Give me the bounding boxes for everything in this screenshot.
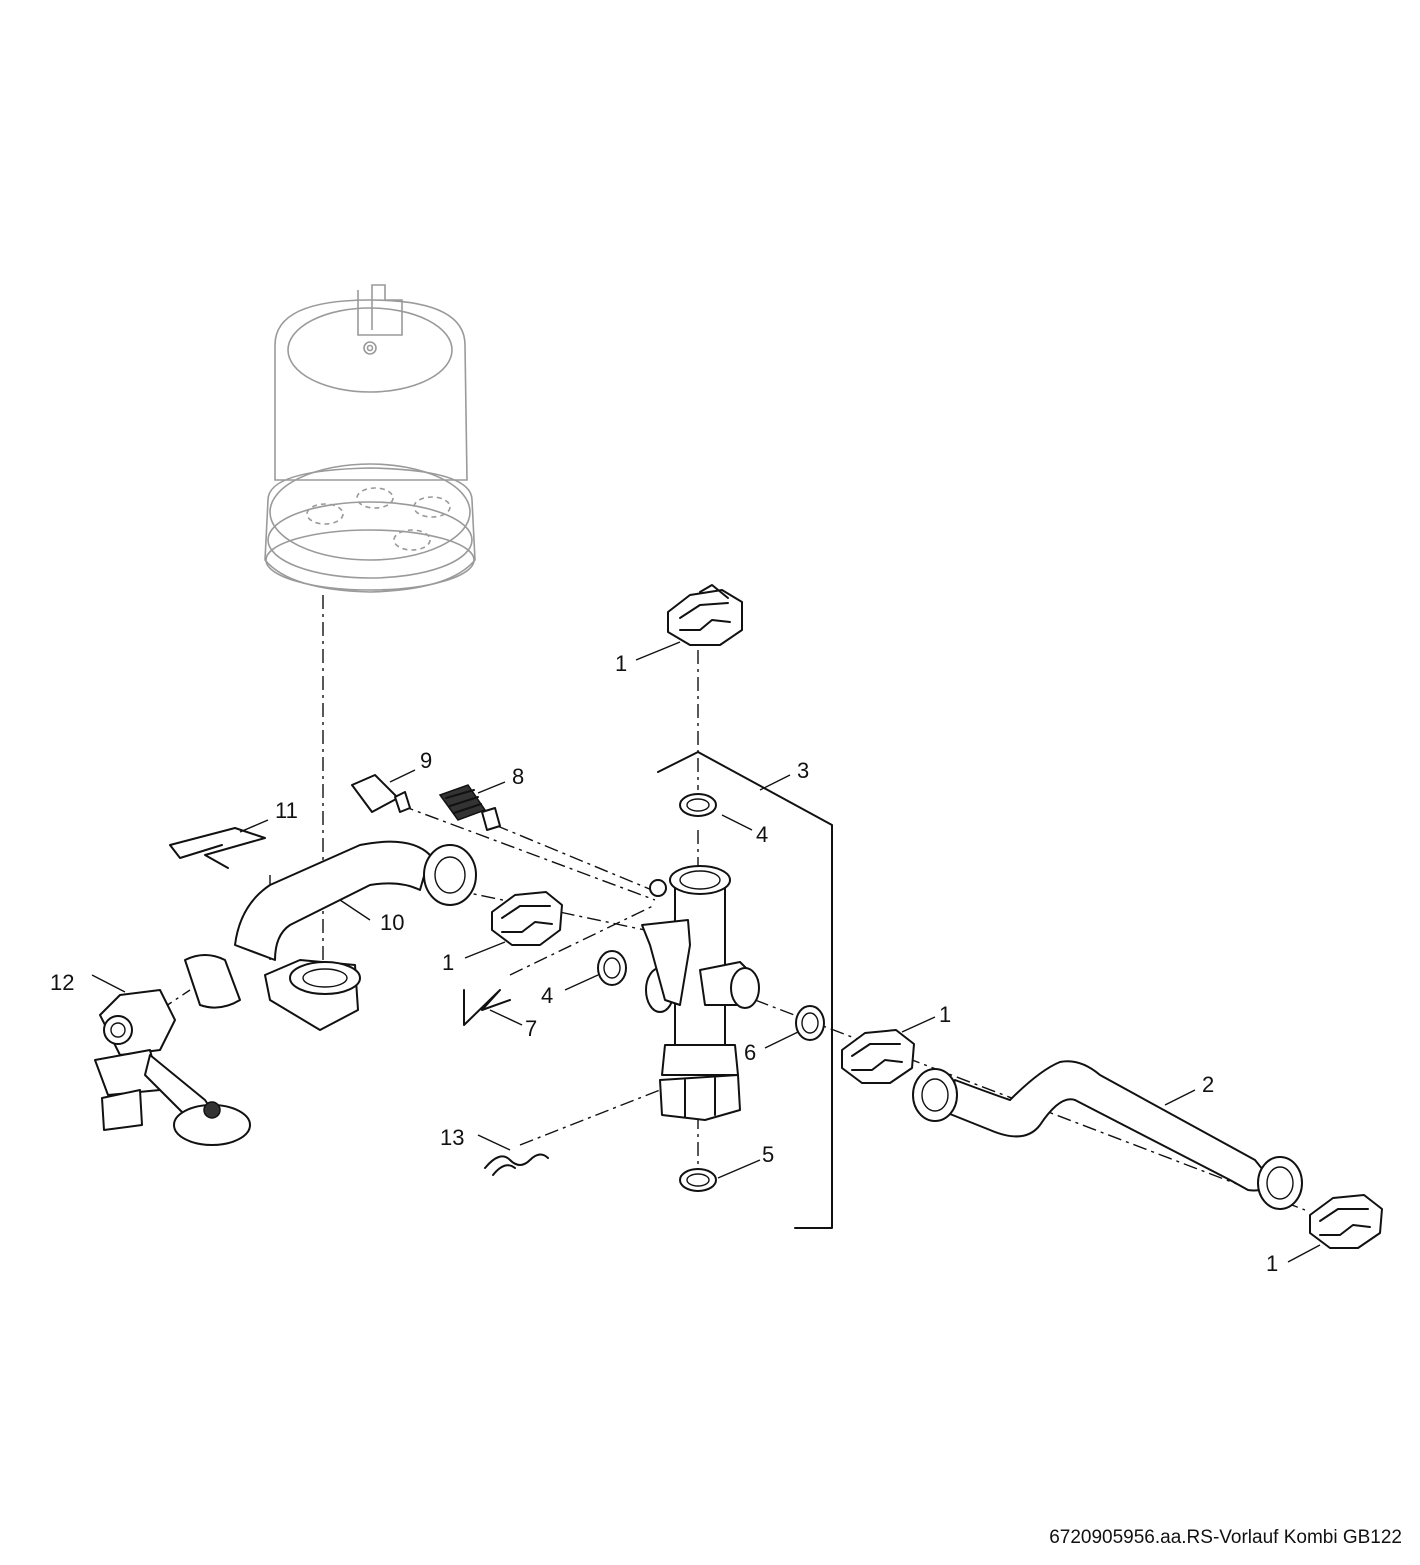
o-ring-left [597,950,627,986]
callout-10: 10 [380,910,404,935]
o-ring-right [795,1005,825,1041]
assembly-axis-lines [159,595,1306,1211]
drain-valve-12 [94,954,251,1146]
callout-labels: 1 3 4 9 8 11 10 1 4 7 12 13 5 6 1 2 1 [50,651,1278,1276]
callout-1-right: 1 [939,1002,951,1027]
callout-4-upper: 4 [756,822,768,847]
o-ring-bottom [679,1168,717,1192]
callout-1-top: 1 [615,651,627,676]
callout-8: 8 [512,764,524,789]
clip-right [841,1029,915,1084]
tee-body [641,865,760,1121]
sensor-8 [438,784,501,831]
callout-7: 7 [525,1016,537,1041]
clip-left [491,891,563,946]
clip-top [667,584,743,646]
tee-bracket-3 [657,751,833,1229]
callout-11: 11 [275,798,298,823]
o-ring-upper [679,793,717,817]
spring-clip-11 [169,827,266,869]
bent-pipe [912,1060,1303,1210]
callout-9: 9 [420,748,432,773]
wire-clip-13 [484,1153,549,1176]
callout-13: 13 [440,1125,464,1150]
callout-1-left: 1 [442,950,454,975]
callout-3: 3 [797,758,809,783]
wire-clip-7 [463,989,511,1026]
callout-12: 12 [50,970,74,995]
callout-2: 2 [1202,1072,1214,1097]
callout-6: 6 [744,1040,756,1065]
connecting-pipe-10 [234,840,477,1031]
clip-far-right [1309,1194,1383,1249]
callout-leaders [91,641,1321,1263]
callout-1-far-right: 1 [1266,1251,1278,1276]
callout-5: 5 [762,1142,774,1167]
callout-4-left: 4 [541,983,553,1008]
drawing-caption: 6720905956.aa.RS-Vorlauf Kombi GB122 [1049,1527,1402,1548]
separator-bowl [264,284,476,593]
sensor-9 [351,774,411,813]
